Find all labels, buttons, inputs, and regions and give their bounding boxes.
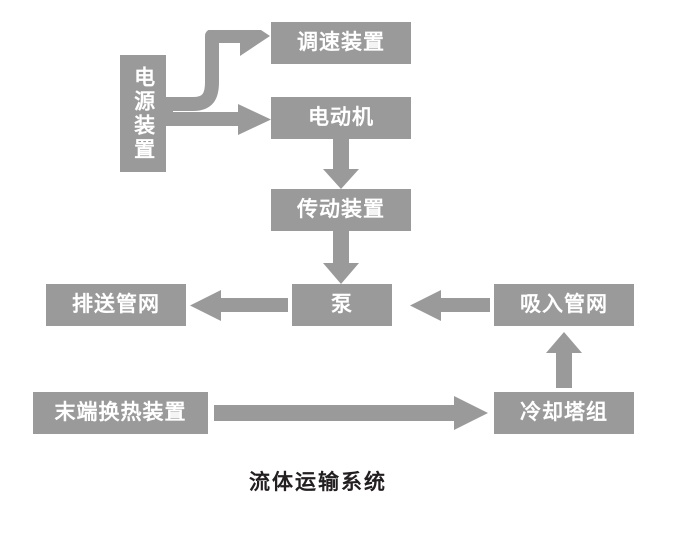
node-terminal-heat-exchanger: 末端换热装置: [33, 392, 208, 434]
diagram-caption: 流体运输系统: [249, 469, 387, 494]
node-label: 冷却塔组: [520, 401, 608, 425]
node-transmission: 传动装置: [271, 189, 411, 231]
arrow-transmission-to-pump: [323, 231, 359, 284]
arrow-cooling-tower-to-suction: [546, 332, 582, 388]
arrow-power-to-motor: [166, 104, 271, 135]
arrow-pump-to-discharge: [190, 290, 288, 321]
arrow-suction-to-pump: [410, 290, 490, 321]
node-suction-pipe-network: 吸入管网: [494, 284, 634, 326]
arrow-power-to-speed-regulator: [166, 30, 271, 122]
node-label: 泵: [331, 293, 353, 317]
node-label: 调速装置: [297, 31, 385, 55]
arrow-motor-to-transmission: [323, 139, 359, 189]
arrow-terminal-to-cooling-tower: [214, 396, 488, 430]
node-cooling-tower-group: 冷却塔组: [494, 392, 634, 434]
node-speed-regulator: 调速装置: [271, 22, 411, 64]
node-label: 传动装置: [297, 198, 385, 222]
node-label: 排送管网: [72, 293, 160, 317]
node-label: 吸入管网: [520, 293, 608, 317]
node-label: 电源装置: [131, 65, 155, 162]
node-motor: 电动机: [271, 97, 411, 139]
node-power-supply: 电源装置: [120, 55, 166, 172]
node-discharge-pipe-network: 排送管网: [46, 284, 186, 326]
node-label: 末端换热装置: [54, 401, 187, 425]
node-label: 电动机: [308, 106, 374, 130]
node-pump: 泵: [292, 284, 392, 326]
